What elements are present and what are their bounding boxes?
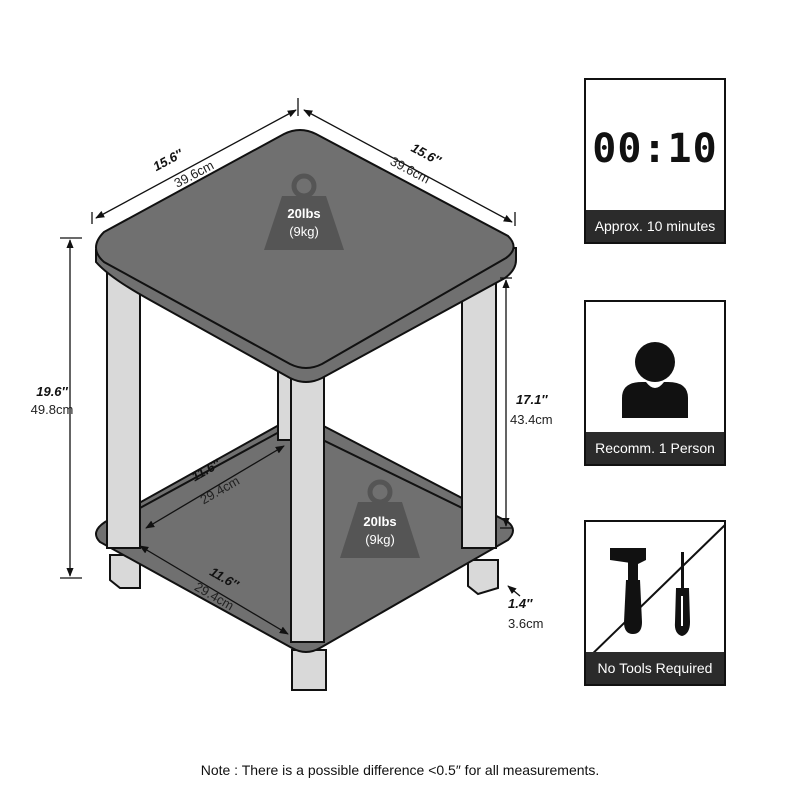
dimension-lines bbox=[60, 98, 521, 635]
hammer-icon bbox=[610, 548, 646, 634]
top-weight-kg: (9kg) bbox=[289, 224, 319, 239]
top-weight-lbs: 20lbs bbox=[287, 206, 320, 221]
dim-foot-cm: 3.6cm bbox=[508, 616, 543, 631]
dim-foot-inch: 1.4″ bbox=[508, 596, 533, 611]
dim-leg-height-cm: 43.4cm bbox=[510, 412, 553, 427]
dim-height-inch: 19.6″ bbox=[36, 384, 68, 399]
bottom-weight-lbs: 20lbs bbox=[363, 514, 396, 529]
dim-leg-height-inch: 17.1″ bbox=[516, 392, 548, 407]
assembly-time-box: 00:10 Approx. 10 minutes bbox=[584, 78, 726, 244]
bottom-weight-kg: (9kg) bbox=[365, 532, 395, 547]
person-icon bbox=[622, 342, 688, 418]
persons-box: Recomm. 1 Person bbox=[584, 300, 726, 466]
dim-height-cm: 49.8cm bbox=[31, 402, 74, 417]
tools-label: No Tools Required bbox=[586, 652, 724, 684]
screwdriver-icon bbox=[674, 552, 690, 636]
weight-icon-bottom: 20lbs (9kg) bbox=[340, 479, 420, 558]
table-legs bbox=[106, 263, 497, 643]
assembly-time-label: Approx. 10 minutes bbox=[586, 210, 724, 242]
timer-display: 00:10 bbox=[592, 126, 718, 172]
tools-box: No Tools Required bbox=[584, 520, 726, 686]
tools-icon bbox=[588, 524, 724, 656]
measurement-note: Note : There is a possible difference <0… bbox=[200, 762, 600, 778]
dim-top-left-inch: 15.6″ bbox=[150, 146, 186, 174]
persons-label: Recomm. 1 Person bbox=[586, 432, 724, 464]
